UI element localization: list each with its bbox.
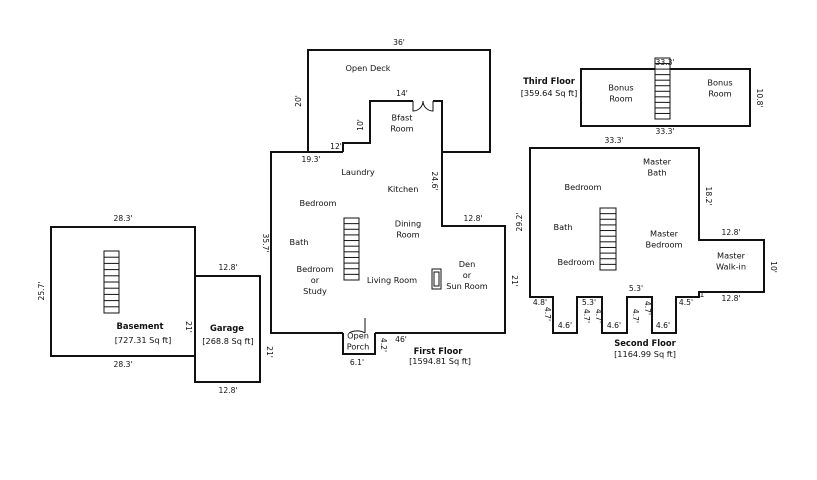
basement-dim-left: 25.7'	[37, 282, 46, 301]
basement-dim-bottom: 28.3'	[114, 360, 133, 369]
dim-third-top: 33.3'	[656, 58, 675, 67]
dim-porch-side: 4.2'	[379, 338, 388, 352]
dim-deck-top: 36'	[393, 38, 405, 47]
basement-area: [727.31 Sq ft]	[115, 335, 172, 345]
dim-den-top: 12.8'	[464, 214, 483, 223]
dim-seg-4-7-c: 4.7'	[594, 309, 603, 323]
dim-seg-1: 1'	[700, 290, 707, 299]
dim-seg-5-3-b: 5.3'	[629, 284, 643, 293]
garage-label: Garage	[210, 323, 244, 333]
dim-third-right: 10.8'	[755, 89, 764, 108]
dim-seg-4-6-a: 4.6'	[558, 321, 572, 330]
basement-dim-right: 21'	[184, 321, 193, 333]
dim-porch-bottom: 6.1'	[350, 358, 364, 367]
basement-plan: Basement [727.31 Sq ft] 28.3' 28.3' 25.7…	[37, 214, 196, 369]
dim-walkin-top: 12.8'	[722, 228, 741, 237]
third-floor-area: [359.64 Sq ft]	[521, 88, 578, 98]
first-floor-outline	[270, 100, 506, 334]
garage-area: [268.8 Sq ft]	[202, 336, 253, 346]
second-floor-area: [1164.99 Sq ft]	[614, 349, 676, 359]
third-floor-label: Third Floor	[523, 76, 576, 86]
dim-kitchen-side: 24.6'	[430, 172, 439, 191]
dim-bfast-left: 10'	[356, 119, 365, 131]
garage-outline	[194, 275, 261, 383]
stairs-icon	[599, 207, 617, 271]
first-floor-area: [1594.81 Sq ft]	[409, 356, 471, 366]
door-swing-icon	[412, 100, 424, 112]
dim-first-left: 35.7'	[261, 234, 270, 253]
first-floor-label: First Floor	[414, 346, 464, 356]
garage-dim-top: 12.8'	[219, 263, 238, 272]
fireplace-icon	[431, 268, 442, 290]
room-open-deck: Open Deck	[345, 63, 390, 73]
garage-dim-bottom: 12.8'	[219, 386, 238, 395]
room-kitchen: Kitchen	[388, 184, 419, 194]
open-porch-outline	[342, 333, 376, 355]
dim-deck-left: 20'	[294, 95, 303, 107]
door-swing-icon	[422, 100, 434, 112]
dim-seg-4-6-b: 4.6'	[607, 321, 621, 330]
dim-second-right-upper: 18.2'	[704, 187, 713, 206]
dim-seg-4-5: 4.5'	[679, 298, 693, 307]
room-bath: Bath	[289, 237, 308, 247]
dim-bfast-top: 14'	[396, 89, 408, 98]
dim-second-top: 33.3'	[605, 136, 624, 145]
basement-label: Basement	[116, 321, 163, 331]
dim-first-bottom: 46'	[395, 335, 407, 344]
garage-plan: Garage [268.8 Sq ft] 12.8' 12.8' 21'	[194, 263, 274, 395]
dim-notch-12: 12'	[330, 142, 342, 151]
room-bedroom-bottom: Bedroom	[557, 257, 594, 267]
dim-seg-4-6-c: 4.6'	[656, 321, 670, 330]
room-bath-second: Bath	[553, 222, 572, 232]
dim-third-bottom: 33.3'	[656, 127, 675, 136]
room-laundry: Laundry	[341, 167, 375, 177]
room-living: Living Room	[367, 275, 417, 285]
dim-seg-4-7-d: 4.7'	[631, 309, 640, 323]
stairs-icon	[654, 57, 671, 120]
dim-walkin-right: 10'	[769, 261, 778, 273]
basement-dim-top: 28.3'	[114, 214, 133, 223]
dim-top-left: 19.3'	[302, 155, 321, 164]
dim-second-left: 29.2'	[515, 213, 524, 232]
room-bedroom: Bedroom	[299, 198, 336, 208]
second-floor-label: Second Floor	[614, 338, 676, 348]
dim-seg-5-3-a: 5.3'	[582, 298, 596, 307]
room-bedroom-top: Bedroom	[564, 182, 601, 192]
dim-seg-4-7-e: 4.7'	[643, 301, 652, 315]
dim-seg-4-7-b: 4.7'	[582, 309, 591, 323]
door-swing-icon	[348, 318, 366, 334]
dim-first-right: 21'	[510, 275, 519, 287]
dim-walkin-bottom: 12.8'	[722, 294, 741, 303]
stairs-icon	[103, 250, 120, 314]
dim-seg-4-7-a: 4.7'	[543, 307, 552, 321]
second-floor-outline	[529, 147, 765, 334]
dim-seg-4-8: 4.8'	[533, 298, 547, 307]
stairs-icon	[343, 217, 360, 281]
open-deck-outline	[307, 49, 491, 153]
garage-dim-right: 21'	[265, 346, 274, 358]
